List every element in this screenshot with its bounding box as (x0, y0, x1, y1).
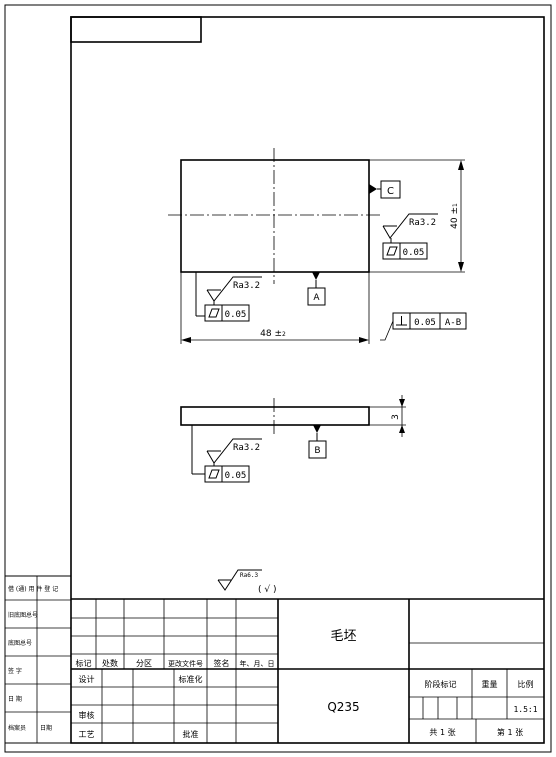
flatness-right-frame (382, 242, 428, 260)
roughness-right-symbol (382, 213, 438, 239)
height-dim-label: 40 ±1 (450, 203, 460, 229)
width-dim-label: 48 ±2 (260, 329, 286, 339)
inner-border (70, 16, 545, 744)
datum-a-label: A (313, 293, 320, 303)
flatness-icon (208, 308, 220, 318)
roughness-bottom-symbol (206, 276, 262, 302)
left-strip-row5: 日 期 (8, 695, 22, 703)
perpendicularity-datum: A-B (445, 318, 461, 328)
label-standardize: 标准化 (179, 674, 203, 684)
label-scale: 比例 (518, 679, 534, 689)
general-roughness-paren: ( √ ) (258, 584, 276, 595)
datum-c-box (380, 180, 401, 199)
thickness-dim-label: 3 (391, 414, 401, 420)
flatness-bottom-frame (204, 304, 250, 322)
perpendicularity-value: 0.05 (414, 318, 436, 328)
left-registration-strip (4, 575, 72, 744)
roughness-right-label: Ra3.2 (409, 218, 436, 228)
general-roughness-value: Ra6.3 (240, 572, 258, 579)
material: Q235 (327, 700, 359, 714)
flatness-part2-value: 0.05 (225, 471, 247, 481)
part1-view: C Ra3.2 0.05 40 ±1 A R (168, 148, 467, 344)
general-roughness: Ra6.3 ( √ ) (217, 569, 276, 595)
label-approve: 批准 (183, 729, 199, 739)
width-dim-arrow-right (359, 337, 369, 343)
thickness-arrow-bottom (399, 425, 405, 433)
height-dim-arrow-bottom (458, 262, 464, 272)
outer-border (4, 4, 552, 753)
header-signature: 签名 (214, 658, 230, 668)
header-mark: 标记 (76, 658, 92, 668)
label-stage-mark: 阶段标记 (425, 679, 457, 689)
label-design: 设计 (79, 674, 95, 684)
label-weight: 重量 (482, 679, 498, 689)
datum-a-triangle (312, 272, 320, 280)
sheet-number: 第 1 张 (497, 727, 523, 737)
width-dim-arrow-left (181, 337, 191, 343)
perpendicularity-icon (396, 316, 407, 326)
part-name: 毛坯 (330, 629, 356, 644)
part2-view: 3 B Ra3.2 0.05 (180, 395, 406, 483)
flatness-right-value: 0.05 (403, 248, 425, 258)
roughness-bottom-label: Ra3.2 (233, 281, 260, 291)
code-box (70, 16, 202, 43)
flatness-part2-frame (204, 465, 250, 483)
header-zone: 分区 (136, 659, 152, 668)
label-process: 工艺 (79, 730, 95, 739)
left-strip-row6a: 档案员 (8, 724, 26, 732)
left-strip-row3: 底图总号 (8, 639, 32, 647)
header-change-doc: 更改文件号 (168, 659, 203, 668)
left-strip-row6b: 日期 (40, 724, 52, 732)
title-block-grid (71, 598, 544, 743)
flatness-icon (386, 246, 398, 256)
roughness-part2-label: Ra3.2 (233, 443, 260, 453)
left-strip-row4: 签 字 (8, 667, 22, 675)
flatness-bottom-value: 0.05 (225, 310, 247, 320)
part2-outline (180, 406, 370, 426)
total-sheets: 共 1 张 (429, 728, 455, 737)
perpendicularity-frame (392, 312, 467, 330)
height-dim-arrow-top (458, 160, 464, 170)
scale-value: 1.5:1 (513, 705, 537, 714)
left-strip-row2: 旧底图总号 (8, 611, 38, 619)
datum-b-label: B (314, 446, 320, 456)
thickness-arrow-top (399, 399, 405, 407)
left-strip-row1: 借 (通) 用 件 登 记 (8, 585, 58, 593)
flatness-icon (208, 469, 220, 479)
datum-b-box (308, 440, 327, 459)
datum-c-label: C (387, 186, 394, 197)
part1-outline (180, 159, 370, 273)
datum-a-box (307, 287, 326, 306)
datum-c-triangle (369, 184, 377, 194)
datum-b-triangle (313, 425, 321, 433)
label-review: 审核 (79, 710, 95, 720)
header-date: 年、月、日 (240, 659, 275, 668)
header-count: 处数 (102, 658, 118, 668)
roughness-part2-symbol (206, 438, 262, 464)
